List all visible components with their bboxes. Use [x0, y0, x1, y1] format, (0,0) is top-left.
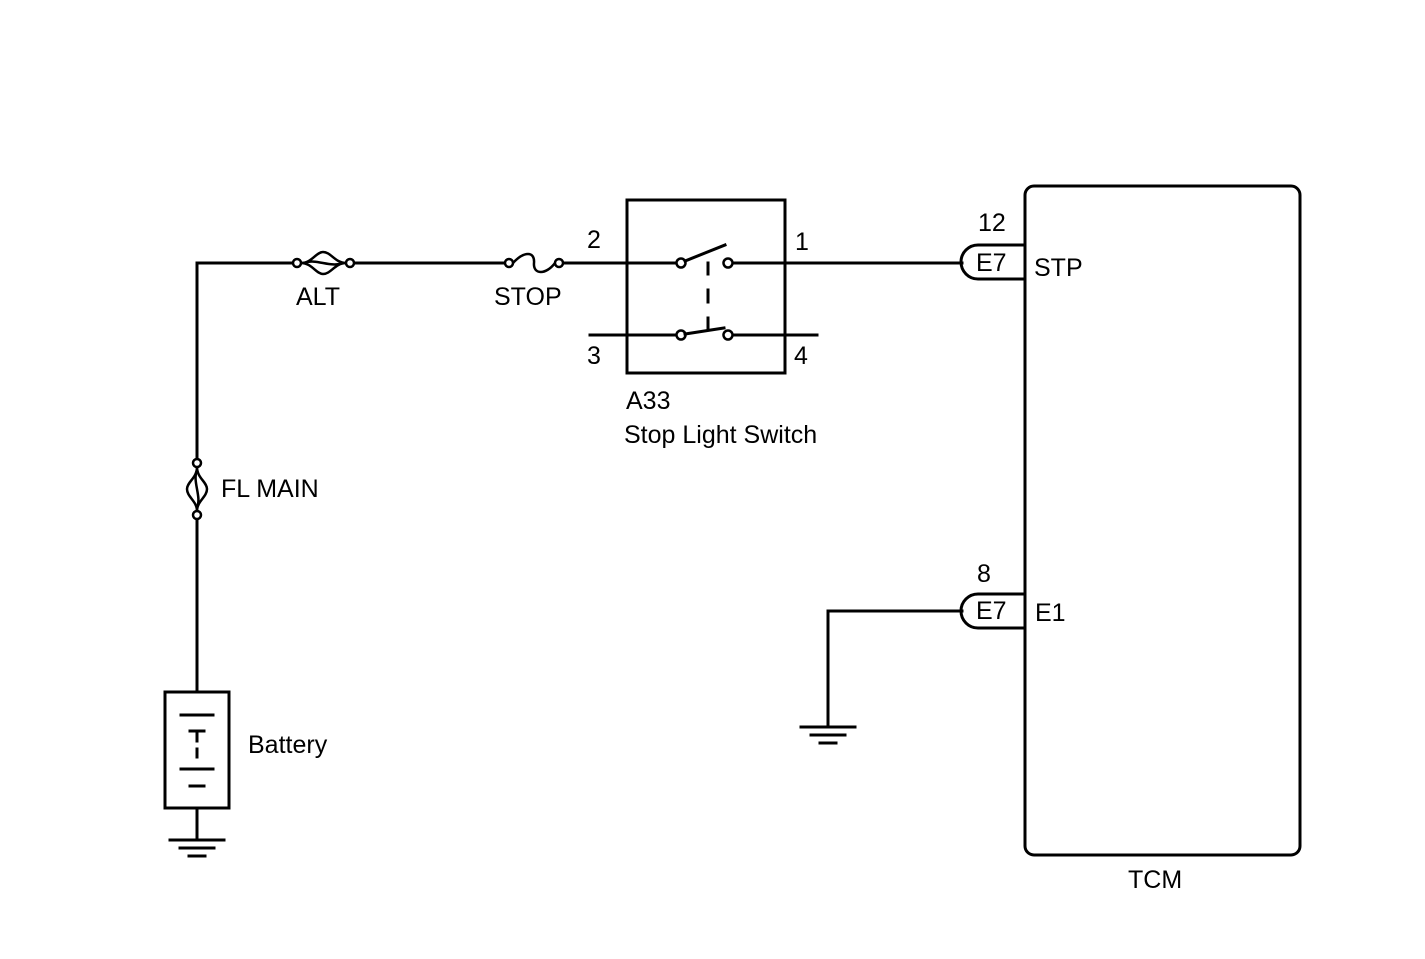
- tcm-ground-symbol: [799, 725, 857, 745]
- tcm-box: [1023, 184, 1302, 857]
- battery-symbol: [163, 690, 231, 810]
- stop-fuse: [503, 252, 565, 274]
- switch-code-label: A33: [626, 387, 670, 415]
- tcm-connector-stp: [959, 243, 1025, 281]
- connector-code-stp: E7: [976, 249, 1007, 277]
- tcm-connector-e1: [959, 592, 1025, 630]
- switch-pin-2: 2: [587, 226, 601, 254]
- alt-fusible-link: [291, 250, 356, 276]
- connector-code-e1: E7: [976, 597, 1007, 625]
- stop-fuse-label: STOP: [494, 283, 562, 311]
- switch-name-label: Stop Light Switch: [624, 421, 817, 449]
- alt-fuse-label: ALT: [296, 283, 340, 311]
- tcm-signal-stp: STP: [1034, 254, 1083, 282]
- connector-pin-8: 8: [977, 560, 991, 588]
- wires: [195, 261, 964, 842]
- connector-pin-12: 12: [978, 209, 1006, 237]
- tcm-label: TCM: [1128, 866, 1182, 894]
- tcm-signal-e1: E1: [1035, 599, 1066, 627]
- battery-label: Battery: [248, 731, 328, 759]
- switch-pin-1: 1: [795, 228, 809, 256]
- switch-pin-3: 3: [587, 342, 601, 370]
- switch-pin-4: 4: [794, 342, 808, 370]
- fl-main-fusible-link: [185, 457, 209, 521]
- fl-main-label: FL MAIN: [221, 475, 319, 503]
- battery-ground-symbol: [168, 838, 226, 858]
- stop-light-switch-box: [625, 198, 787, 375]
